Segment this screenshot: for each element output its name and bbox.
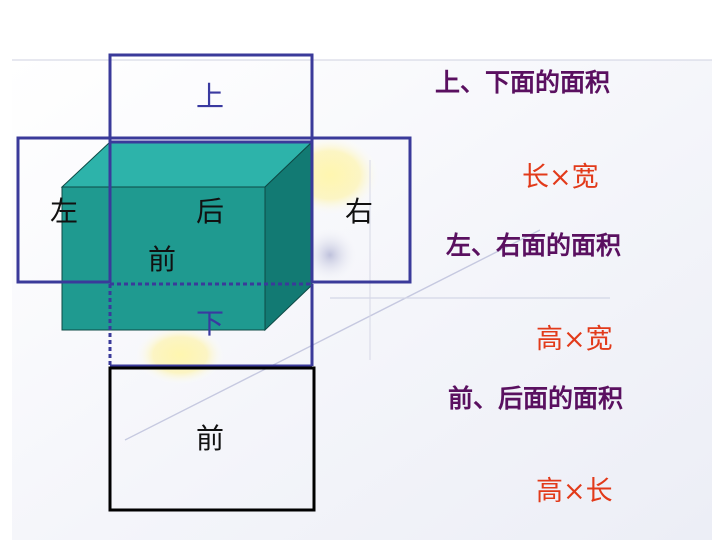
label-front: 前 bbox=[196, 422, 225, 455]
heading-top-bottom-area: 上、下面的面积 bbox=[435, 68, 611, 97]
formula-front-back: 高×长 bbox=[536, 476, 613, 507]
glow-decoration bbox=[135, 325, 225, 385]
label-left: 左 bbox=[50, 195, 79, 228]
formula-top-bottom: 长×宽 bbox=[522, 162, 599, 193]
label-front-on-box: 前 bbox=[148, 243, 177, 276]
glow-decoration bbox=[300, 225, 360, 285]
formula-left-right: 高×宽 bbox=[536, 324, 613, 355]
net-front-face bbox=[108, 366, 316, 512]
label-back: 后 bbox=[196, 195, 225, 228]
label-right: 右 bbox=[345, 195, 374, 228]
heading-left-right-area: 左、右面的面积 bbox=[446, 231, 622, 260]
label-top: 上 bbox=[196, 80, 225, 113]
box-front-face bbox=[61, 186, 266, 331]
label-bottom: 下 bbox=[196, 307, 225, 340]
streak-decoration bbox=[124, 229, 541, 441]
heading-front-back-area: 前、后面的面积 bbox=[448, 384, 624, 413]
